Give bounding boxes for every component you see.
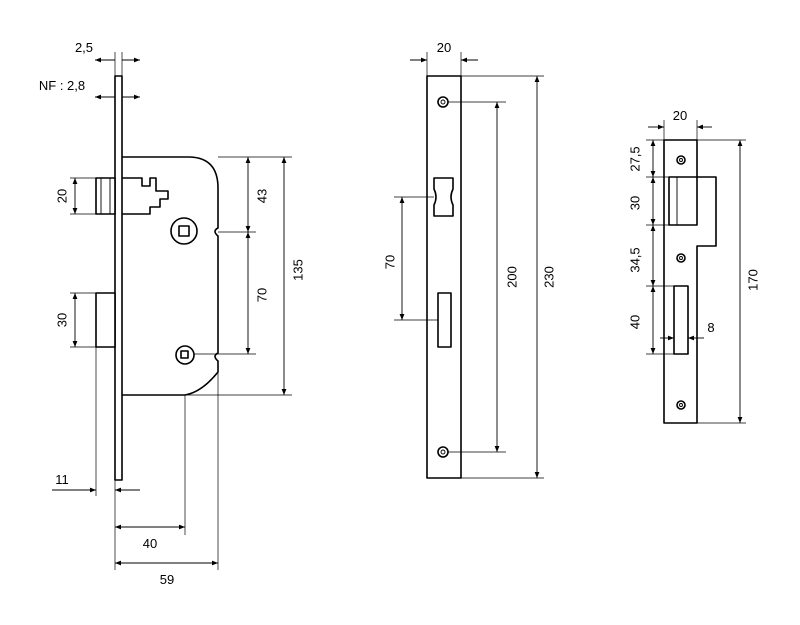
faceplate bbox=[426, 75, 462, 479]
screw-spacing-label: 200 bbox=[504, 266, 519, 288]
nf-thickness-label: NF : 2,8 bbox=[39, 78, 85, 93]
strike-latch-opening-label: 30 bbox=[627, 196, 642, 210]
strike-plate-view: 20 27,5 30 34,5 40 8 170 bbox=[627, 108, 760, 424]
strike-gap-label: 34,5 bbox=[627, 247, 642, 272]
latch-to-bolt-label: 70 bbox=[382, 255, 397, 269]
strike-bolt-opening-label: 40 bbox=[627, 315, 642, 329]
latch-opening bbox=[433, 177, 454, 217]
bolt-projection-label: 11 bbox=[55, 472, 69, 487]
spindle-hub bbox=[170, 217, 198, 245]
strike-plate bbox=[663, 139, 717, 424]
lock-case bbox=[122, 156, 219, 396]
strike-screw-hole-bottom bbox=[676, 400, 686, 410]
strike-bolt-width-label: 8 bbox=[707, 320, 714, 335]
faceplate-width-label: 20 bbox=[437, 40, 451, 55]
strike-length-label: 170 bbox=[745, 269, 760, 291]
case-height-label: 135 bbox=[290, 259, 305, 281]
strike-latch-opening bbox=[668, 176, 698, 226]
strike-screw-hole-top bbox=[676, 155, 686, 165]
deadbolt-height-label: 30 bbox=[54, 313, 69, 327]
strike-screw-hole-mid bbox=[676, 253, 686, 263]
spindle-offset-label: 43 bbox=[254, 189, 269, 203]
plate-thickness-label: 2,5 bbox=[75, 40, 93, 55]
spindle-to-key-label: 70 bbox=[254, 288, 269, 302]
lock-faceplate bbox=[114, 75, 123, 481]
strike-bolt-opening bbox=[673, 285, 689, 355]
lock-body-view: 2,5 NF : 2,8 20 30 43 70 135 11 40 59 bbox=[39, 40, 306, 587]
key-cylinder bbox=[175, 345, 195, 365]
strike-width-label: 20 bbox=[673, 108, 687, 123]
deadbolt bbox=[95, 292, 116, 348]
faceplate-view: 20 70 200 230 bbox=[382, 40, 556, 479]
strike-top-offset-label: 27,5 bbox=[627, 146, 642, 171]
backset-label: 40 bbox=[143, 536, 157, 551]
case-depth-label: 59 bbox=[160, 572, 174, 587]
faceplate-length-label: 230 bbox=[541, 266, 556, 288]
latch-bolt bbox=[95, 177, 169, 215]
latch-height-label: 20 bbox=[54, 189, 69, 203]
